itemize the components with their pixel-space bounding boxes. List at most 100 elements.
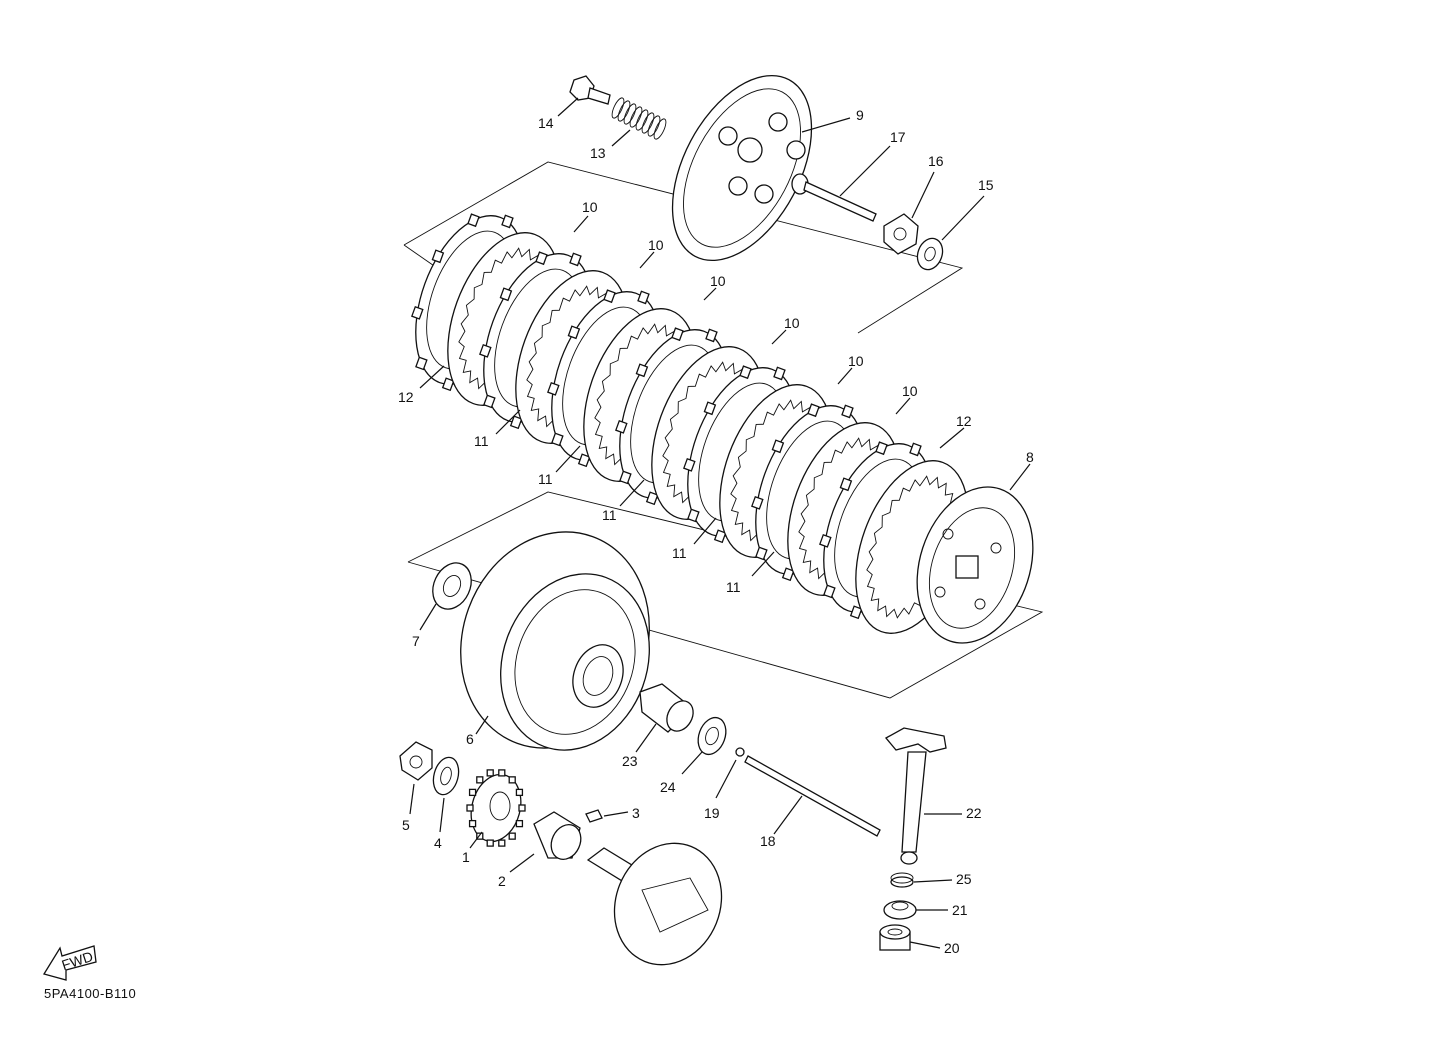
callout-20: 20 (944, 940, 960, 956)
callout-10e: 10 (848, 353, 864, 369)
friction-tab (467, 213, 480, 228)
callout-11b: 11 (538, 471, 553, 487)
fwd-label: FWD (60, 948, 95, 973)
friction-tab (875, 441, 888, 456)
lock-washer-part (916, 237, 944, 271)
callout-14: 14 (538, 115, 554, 131)
callout-23: 23 (622, 753, 638, 769)
spring-coil (641, 112, 655, 134)
friction-tab (909, 442, 922, 457)
clutch-boss-nut-part (883, 213, 919, 255)
gear-tooth (498, 769, 506, 777)
drive-gear-collar-part (533, 811, 582, 861)
pressure-plate-part (671, 74, 813, 262)
spring-coil (647, 115, 661, 137)
friction-tab (705, 328, 718, 343)
callout-18: 18 (760, 833, 776, 849)
bolt-part (569, 75, 611, 105)
friction-tab (773, 366, 786, 381)
callout-11e: 11 (726, 579, 741, 595)
friction-tab (441, 377, 455, 392)
primary-drive-gear-part (466, 769, 526, 847)
primary-drive-nut-part (399, 741, 433, 781)
gear-tooth (476, 832, 484, 840)
friction-tab (703, 401, 717, 416)
callout-15: 15 (978, 177, 994, 193)
callout-4: 4 (434, 835, 442, 851)
callout-labels: 14 13 9 17 16 15 10 10 10 10 10 10 11 11 (398, 97, 1034, 956)
gear-tooth (468, 819, 477, 828)
callout-10a: 10 (582, 199, 598, 215)
ball-part (735, 747, 745, 757)
friction-tab (415, 356, 428, 371)
spring-coil (617, 100, 631, 122)
callout-12b: 12 (956, 413, 972, 429)
friction-tab (603, 289, 616, 304)
friction-tab (683, 457, 696, 472)
circlip-part (890, 872, 914, 888)
clutch-housing-part (460, 531, 650, 751)
gear-tooth (468, 788, 477, 797)
gear-tooth (498, 839, 506, 847)
friction-tab (671, 327, 684, 342)
oil-seal-part (883, 900, 917, 920)
friction-tab (547, 381, 560, 396)
friction-tab (411, 305, 424, 320)
gear-tooth (466, 804, 474, 812)
woodruff-key-part (585, 809, 603, 823)
gear-tooth (476, 776, 484, 784)
clutch-spring-part (611, 97, 667, 140)
gear-tooth (515, 788, 524, 797)
gear-tooth (486, 769, 494, 777)
callout-22: 22 (966, 805, 982, 821)
spring-coil (635, 109, 649, 131)
spring-coil (653, 118, 667, 140)
callout-24: 24 (660, 779, 676, 795)
callout-10d: 10 (784, 315, 800, 331)
friction-tab (751, 495, 764, 510)
friction-tab (479, 343, 492, 358)
friction-tab (567, 325, 581, 340)
callout-21: 21 (952, 902, 968, 918)
callout-9: 9 (856, 107, 864, 123)
push-lever-axle-part (884, 727, 947, 865)
gear-tooth (486, 839, 494, 847)
diagram-code: 5PA4100-B110 (44, 986, 137, 1001)
callout-11a: 11 (474, 433, 489, 449)
steel-plate-teeth (866, 475, 958, 619)
spring-coil (623, 103, 637, 125)
friction-tab (501, 214, 514, 229)
callout-2: 2 (498, 873, 506, 889)
friction-tab (841, 404, 854, 419)
push-rod-part (791, 173, 877, 222)
callout-25: 25 (956, 871, 972, 887)
callout-10c: 10 (710, 273, 726, 289)
gear-tooth (518, 804, 526, 812)
friction-tab (739, 365, 752, 380)
fwd-arrow-icon: FWD (42, 945, 97, 981)
callout-11d: 11 (672, 545, 687, 561)
clutch-plate-stack (411, 213, 969, 634)
spring-coil (629, 106, 643, 128)
callout-17: 17 (890, 129, 906, 145)
callout-12a: 12 (398, 389, 414, 405)
friction-tab (819, 533, 832, 548)
assembly-outline-lower (407, 491, 1044, 699)
friction-tab (645, 491, 659, 506)
friction-tab (807, 403, 820, 418)
gear-tooth (515, 819, 524, 828)
callout-5: 5 (402, 817, 410, 833)
friction-tab (713, 529, 727, 544)
friction-tab (849, 605, 863, 620)
collar-washer-part (697, 716, 727, 756)
friction-tab (509, 415, 523, 430)
callout-10b: 10 (648, 237, 664, 253)
push-rod-long-part (744, 755, 881, 837)
friction-tab (771, 439, 785, 454)
callout-3: 3 (632, 805, 640, 821)
friction-tab (577, 453, 591, 468)
callout-7: 7 (412, 633, 420, 649)
callout-8: 8 (1026, 449, 1034, 465)
callout-11c: 11 (602, 507, 617, 523)
